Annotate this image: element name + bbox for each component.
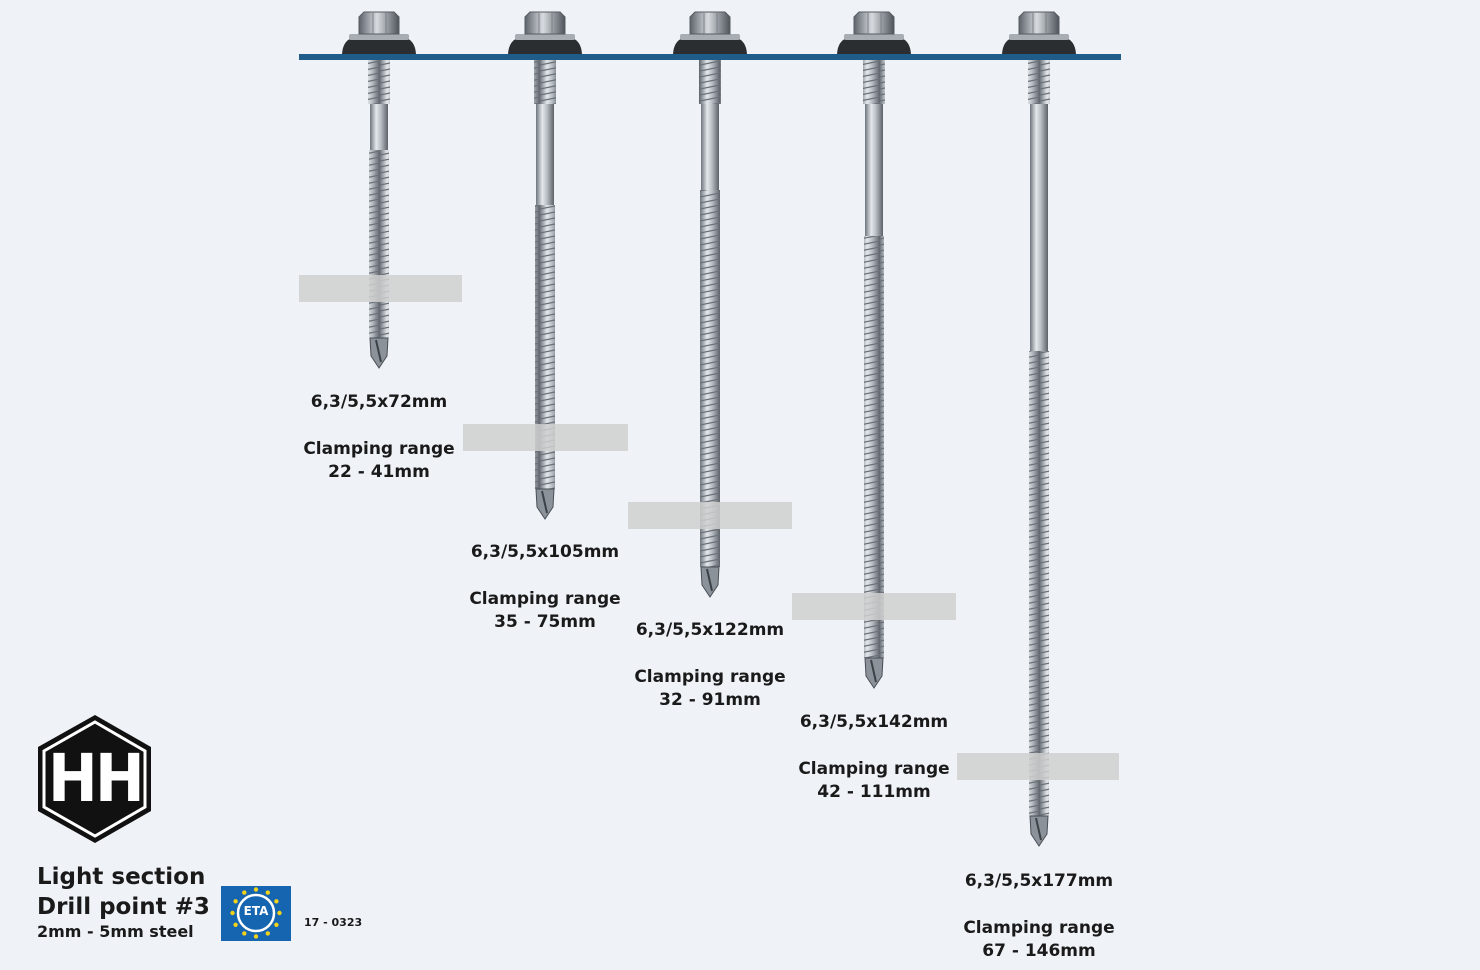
screw-shank [536,104,554,205]
screw-washer [508,38,582,54]
screw-thread [1029,351,1049,816]
screw-4 [837,11,911,689]
steel-section-plate [463,424,628,451]
screw-shank [701,104,719,190]
eta-star [233,922,238,927]
clamping-range-label: Clamping range [469,589,621,609]
screw-size: 6,3/5,5x122mm [635,620,785,640]
drill-point: Drill point #3 [37,894,210,920]
hh-logo [38,715,151,843]
section-type: Light section [37,864,206,890]
steel-section-plate [299,275,462,302]
eta-star [265,890,270,895]
screw-washer-metal [680,34,740,40]
eta-star [265,931,270,936]
clamping-range-label: Clamping range [798,759,950,779]
screw-spec-4: 6,3/5,5x142mm Clamping range 42 - 111mm [764,711,984,804]
screw-shank [865,104,883,236]
screw-hex-head [524,11,566,35]
screw-washer-metal [844,34,904,40]
screw-upper-thread [863,60,885,104]
clamping-range-value: 32 - 91mm [659,690,761,710]
screw-upper-thread [699,60,721,104]
clamping-range-value: 22 - 41mm [328,462,430,482]
eta-code: 17 - 0323 [304,916,363,929]
eta-star [277,910,282,916]
screw-upper-thread [1028,60,1050,104]
screw-washer-metal [515,34,575,40]
screw-flute [870,659,877,683]
clamping-range-value: 67 - 146mm [982,941,1096,961]
screw-3 [673,11,747,598]
steel-section-plate [628,502,792,529]
clamping-range-label: Clamping range [303,439,455,459]
screw-size: 6,3/5,5x177mm [964,871,1114,891]
screw-hex-head [853,11,895,35]
screw-washer-metal [349,34,409,40]
hh-logo-hexagon-outer [38,715,151,843]
eta-star [233,899,238,904]
screw-size: 6,3/5,5x72mm [310,392,448,412]
screw-flute [541,490,548,514]
screw-shank [370,104,388,150]
hh-logo-hexagon-inner [42,720,147,838]
screw-thread [535,205,555,489]
screw-spec-3: 6,3/5,5x122mm Clamping range 32 - 91mm [600,619,820,712]
screw-flute [375,339,382,363]
screw-spec-1: 6,3/5,5x72mm Clamping range 22 - 41mm [269,391,489,484]
eta-star [253,887,259,892]
eta-badge-text: ETA [243,904,269,918]
hh-logo-letters: HH [47,740,145,817]
screw-size: 6,3/5,5x142mm [799,712,949,732]
screw-upper-thread [368,60,390,104]
screw-thread [864,236,884,658]
eta-star [230,910,235,916]
roof-sheet [299,54,1121,60]
eta-star [242,931,247,936]
screw-upper-thread [534,60,556,104]
screw-washer [342,38,416,54]
screw-spec-5: 6,3/5,5x177mm Clamping range 67 - 146mm [929,870,1149,963]
screw-size: 6,3/5,5x105mm [470,542,620,562]
screw-thread [700,190,720,567]
screw-washer-metal [1009,34,1069,40]
screw-hex-head [1018,11,1060,35]
sections-layer [299,275,1119,780]
screw-washer [837,38,911,54]
screw-1 [342,11,416,369]
screw-5 [1002,11,1076,847]
screw-washer [673,38,747,54]
steel-thickness: 2mm - 5mm steel [37,922,194,941]
clamping-range-label: Clamping range [963,918,1115,938]
clamping-range-value: 42 - 111mm [817,782,931,802]
screw-hex-head [358,11,400,35]
eta-stars [230,887,282,939]
eta-star [242,890,247,895]
eta-star [274,899,279,904]
steel-section-plate [792,593,956,620]
screw-shank [1030,104,1048,351]
clamping-range-value: 35 - 75mm [494,612,596,632]
screw-thread [369,150,389,338]
screw-hex-head [689,11,731,35]
screw-flute [706,568,713,592]
screw-washer [1002,38,1076,54]
screw-flute [1035,817,1042,841]
screw-spec-2: 6,3/5,5x105mm Clamping range 35 - 75mm [435,541,655,634]
eta-star [253,934,259,939]
screws-layer [342,11,1076,847]
clamping-range-label: Clamping range [634,667,786,687]
steel-section-plate [957,753,1119,780]
eta-badge [221,886,291,941]
screw-2 [508,11,582,520]
eta-star [274,922,279,927]
